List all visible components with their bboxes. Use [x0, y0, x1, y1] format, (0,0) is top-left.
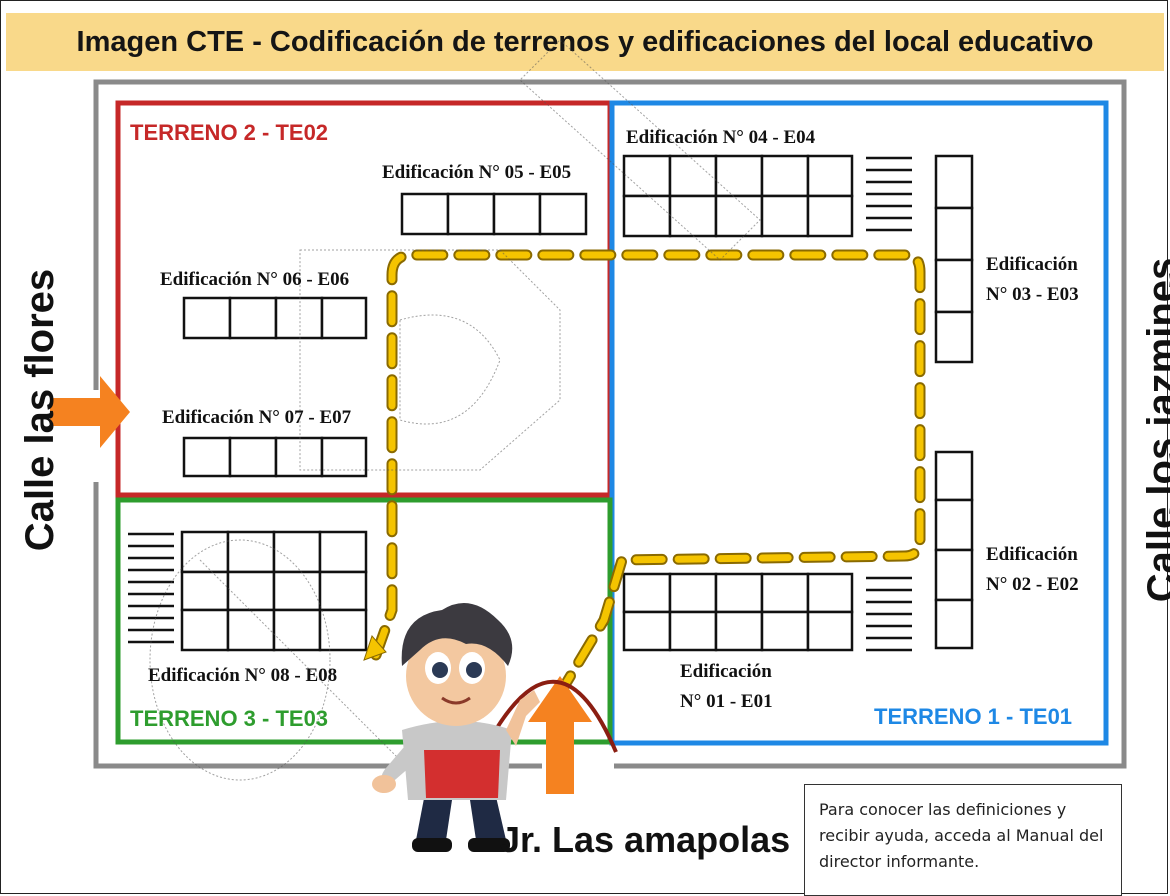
watermark-graphic — [149, 39, 761, 781]
mascot-character — [372, 602, 540, 852]
label-terreno-1: TERRENO 1 - TE01 — [874, 704, 1073, 729]
street-right-label: Calle los jazmines — [1140, 257, 1170, 603]
label-e08: Edificación N° 08 - E08 — [148, 665, 338, 686]
label-terreno-2: TERRENO 2 - TE02 — [130, 120, 329, 145]
help-note: Para conocer las definiciones y recibir … — [804, 784, 1122, 896]
label-e01-line2: N° 01 - E01 — [680, 691, 773, 712]
label-e03-line1: Edificación — [986, 254, 1078, 275]
building-e05 — [400, 192, 588, 236]
route-arrowhead-icon — [363, 635, 387, 661]
label-e03-line2: N° 03 - E03 — [986, 284, 1079, 305]
entrance-arrow-left-icon — [50, 376, 130, 448]
diagram-title: Imagen CTE - Codificación de terrenos y … — [76, 25, 1094, 58]
label-e07: Edificación N° 07 - E07 — [162, 407, 352, 428]
gate-arc — [490, 679, 618, 753]
building-e07 — [182, 436, 368, 478]
terreno-1-boundary — [609, 100, 1109, 746]
label-e04: Edificación N° 04 - E04 — [626, 127, 816, 148]
terreno-3-boundary — [115, 497, 613, 745]
street-bottom-label: Jr. Las amapolas — [500, 819, 791, 860]
label-e01-line1: Edificación — [680, 661, 772, 682]
label-e02-line2: N° 02 - E02 — [986, 574, 1079, 595]
label-e02-line1: Edificación — [986, 544, 1078, 565]
label-terreno-3: TERRENO 3 - TE03 — [130, 706, 329, 731]
building-e08 — [180, 530, 368, 652]
stairs-e04 — [866, 156, 912, 232]
building-e06 — [182, 296, 368, 340]
label-e06: Edificación N° 06 - E06 — [160, 269, 350, 290]
entrance-arrow-up-icon — [528, 676, 592, 794]
title-banner: Imagen CTE - Codificación de terrenos y … — [6, 13, 1164, 71]
building-e01 — [622, 572, 854, 652]
building-e03 — [934, 154, 974, 364]
stairs-e08 — [128, 532, 174, 644]
street-left-label: Calle las flores — [18, 268, 62, 552]
stairs-e02 — [866, 576, 912, 652]
building-e02 — [934, 450, 974, 650]
label-e05: Edificación N° 05 - E05 — [382, 162, 572, 183]
building-e04 — [622, 154, 854, 238]
